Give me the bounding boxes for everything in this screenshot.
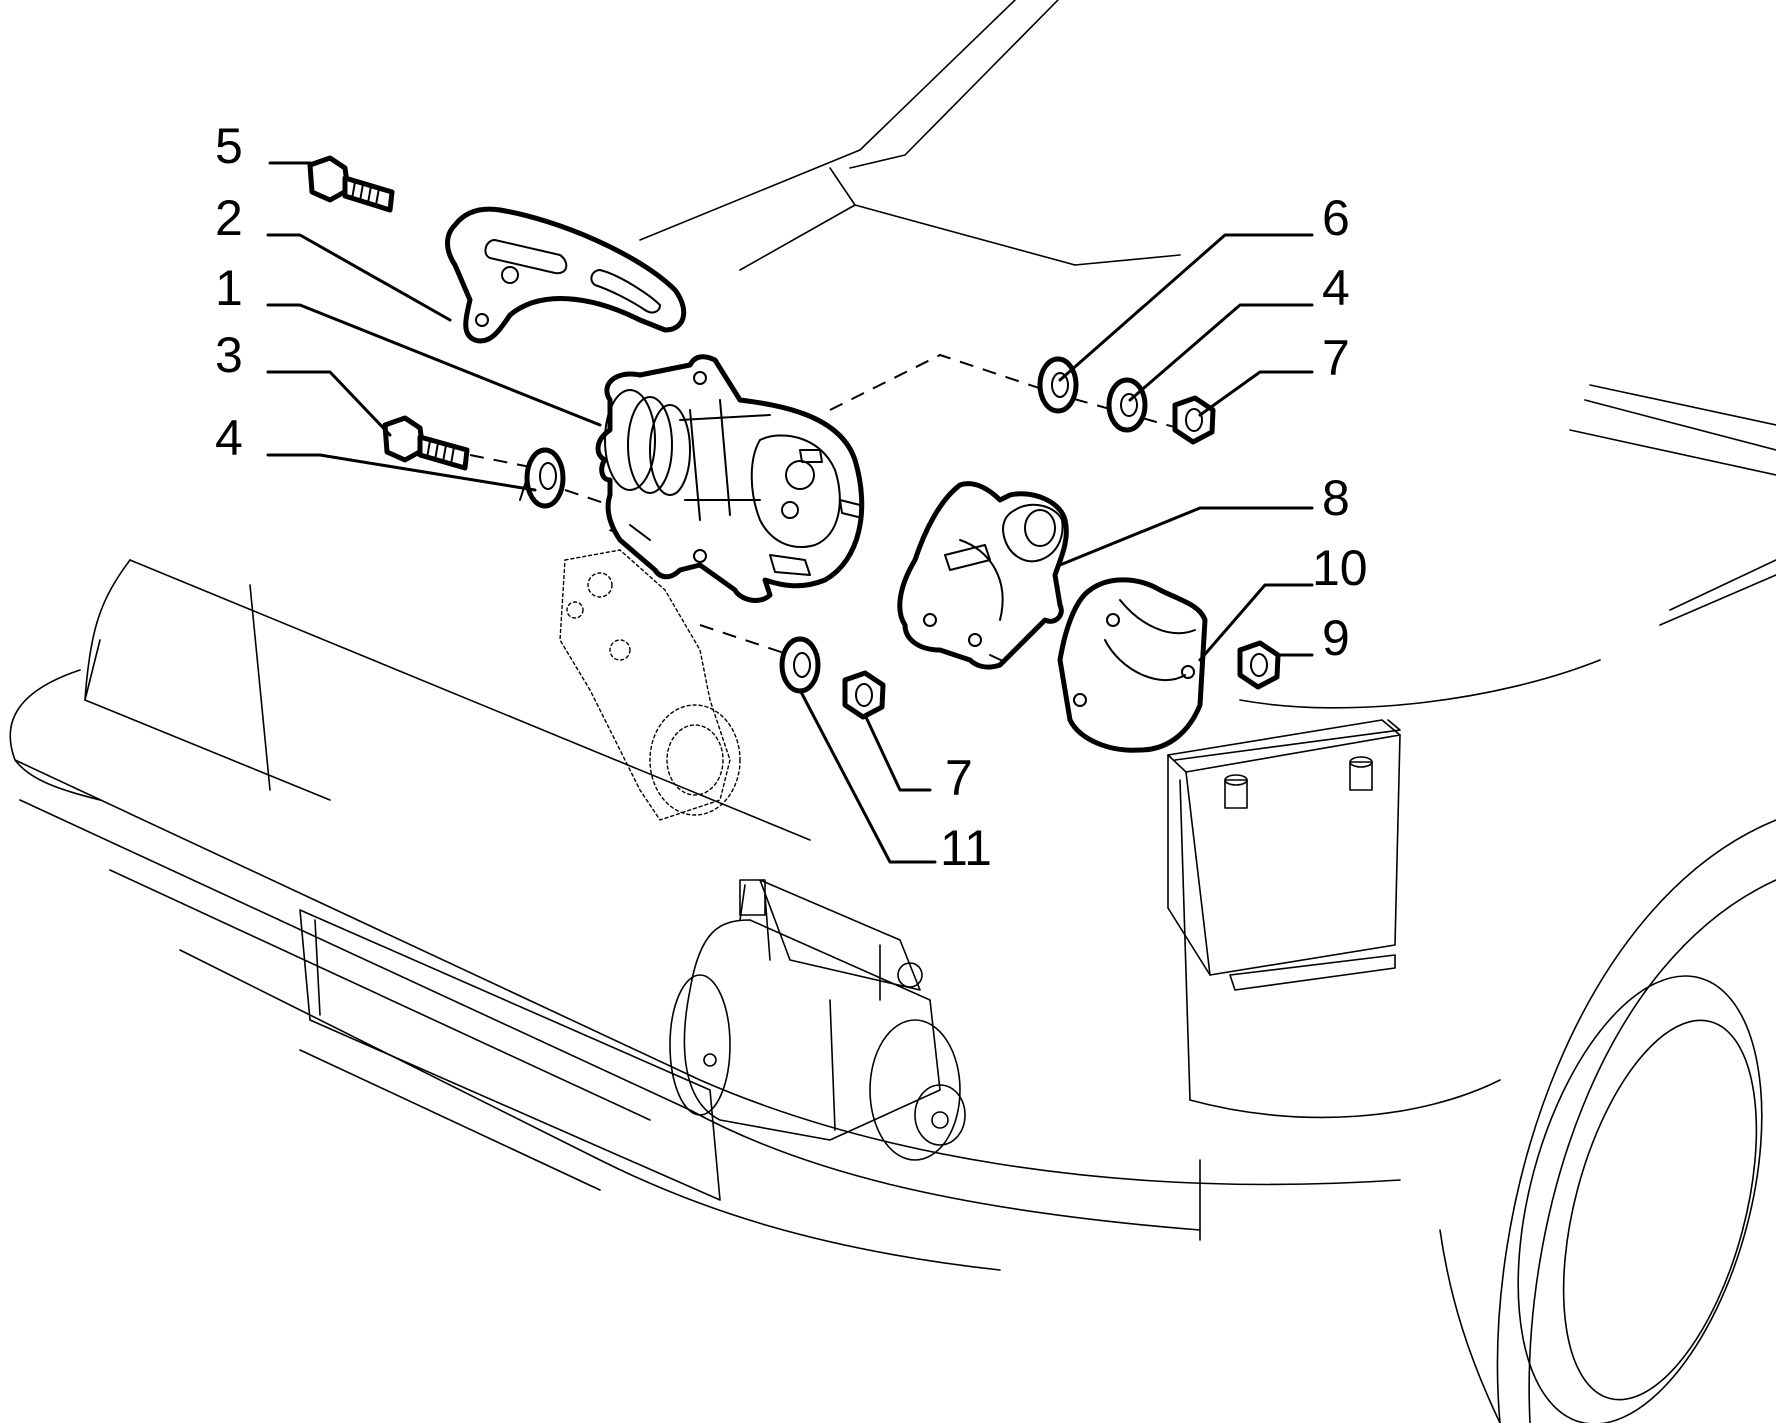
part-housing-8 xyxy=(897,481,1069,670)
callout-numbers: 5 2 1 3 4 6 4 7 8 10 9 7 11 xyxy=(215,118,1368,876)
part-washer-4-left xyxy=(519,447,566,509)
part-washer-4-right xyxy=(1106,377,1148,433)
callout-8: 8 xyxy=(1322,470,1350,526)
part-nut-9 xyxy=(1237,640,1281,690)
leader-7-bottom xyxy=(863,713,932,792)
part-nut-7-top xyxy=(1172,395,1216,445)
part-compressor-1 xyxy=(595,354,865,603)
part-washer-6 xyxy=(1037,356,1079,414)
part-bolt-3 xyxy=(382,415,470,471)
callout-3: 3 xyxy=(215,327,243,383)
part-gasket-10 xyxy=(1057,577,1208,753)
callout-2: 2 xyxy=(215,190,243,246)
leader-lines xyxy=(266,161,1314,864)
leader-4-left xyxy=(266,453,537,492)
callout-5: 5 xyxy=(215,118,243,174)
callout-9: 9 xyxy=(1322,610,1350,666)
callout-4-left: 4 xyxy=(215,410,243,466)
leader-7-top xyxy=(1198,370,1314,417)
callout-7-bottom: 7 xyxy=(945,750,973,806)
leader-2 xyxy=(266,233,452,322)
leader-3 xyxy=(266,370,392,437)
part-bracket-2 xyxy=(445,206,687,344)
battery xyxy=(1167,719,1401,991)
starter-motor xyxy=(669,879,966,1161)
leader-6 xyxy=(1058,233,1314,382)
leader-1 xyxy=(266,303,602,427)
callout-7-top: 7 xyxy=(1322,330,1350,386)
leader-8 xyxy=(1058,506,1314,567)
callout-11: 11 xyxy=(940,820,992,876)
callout-6: 6 xyxy=(1322,190,1350,246)
part-nut-7-bottom xyxy=(842,670,886,720)
part-bolt-5 xyxy=(307,155,395,213)
part-washer-11 xyxy=(779,636,821,694)
callout-4-right: 4 xyxy=(1322,260,1350,316)
callout-10: 10 xyxy=(1312,540,1368,596)
leader-11 xyxy=(798,688,937,864)
water-pump-ghost xyxy=(559,549,741,821)
vehicle-outline xyxy=(9,0,1776,1423)
leader-10 xyxy=(1198,583,1314,662)
callout-1: 1 xyxy=(215,260,243,316)
leader-4-right xyxy=(1128,303,1314,402)
